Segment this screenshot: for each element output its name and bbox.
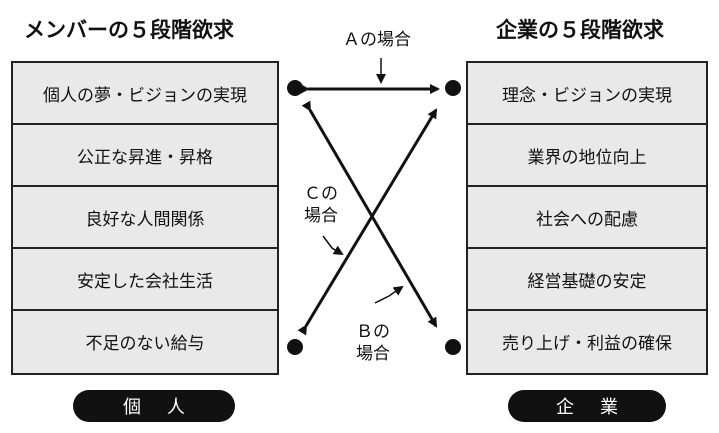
pointer-c	[322, 235, 344, 256]
label-case-c-line2: 場合	[304, 206, 338, 226]
company-need-1: 理念・ビジョンの実現	[502, 85, 672, 106]
member-need-1: 個人の夢・ビジョンの実現	[43, 85, 247, 106]
company-need-3: 社会への配慮	[468, 185, 706, 247]
company-need-4: 経営基礎の安定	[468, 247, 706, 309]
arrow-b	[297, 108, 438, 336]
label-case-a: Ａの場合	[343, 30, 411, 50]
dot-right-bottom	[445, 339, 461, 355]
member-need-4: 安定した会社生活	[13, 247, 277, 309]
individual-label: 個人	[73, 390, 235, 422]
member-needs-column: 個人の夢・ビジョンの実現 公正な昇進・昇格 良好な人間関係 安定した会社生活 不…	[11, 61, 279, 375]
label-case-c-line1: Ｃの	[304, 184, 338, 204]
left-title: メンバーの５段階欲求	[24, 18, 234, 42]
label-case-c: Ｃの 場合	[304, 183, 338, 227]
company-label: 企業	[508, 390, 666, 422]
member-need-2: 公正な昇進・昇格	[13, 123, 277, 185]
dot-right-top	[445, 80, 461, 96]
member-need-5: 不足のない給与	[13, 309, 277, 371]
label-case-b-line1: Ｂの	[356, 322, 390, 342]
dot-left-bottom	[287, 339, 303, 355]
right-title: 企業の５段階欲求	[496, 18, 664, 42]
company-needs-column: 理念・ビジョンの実現 業界の地位向上 社会への配慮 経営基礎の安定 売り上げ・利…	[466, 61, 708, 375]
label-case-b: Ｂの 場合	[356, 321, 390, 365]
member-need-3: 良好な人間関係	[13, 185, 277, 247]
company-need-2: 業界の地位向上	[468, 123, 706, 185]
pointer-b	[374, 285, 404, 304]
company-need-5: 売り上げ・利益の確保	[468, 309, 706, 371]
label-case-b-line2: 場合	[356, 344, 390, 364]
dot-left-top	[287, 80, 303, 96]
